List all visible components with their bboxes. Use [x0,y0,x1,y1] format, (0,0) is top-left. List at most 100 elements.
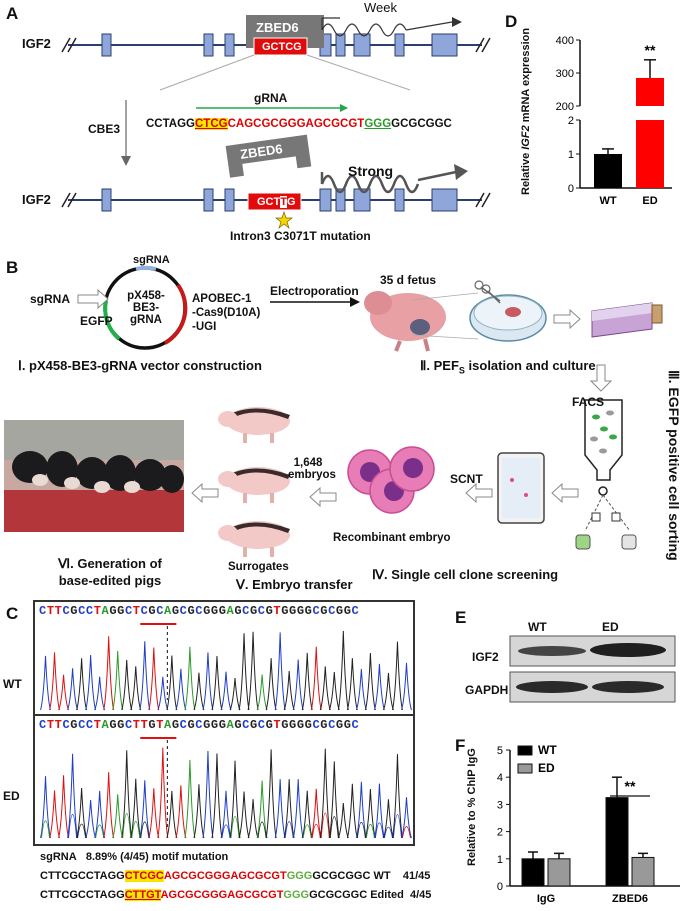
ed-base: G [218,718,227,732]
ed-base: G [148,718,157,732]
trace-peak [58,775,70,839]
trace-peak [373,663,385,711]
trace-peak [392,754,403,839]
chromatogram-ed: CTTCGCCTAGGCTTGTAGCGCGGGAGCGCGTGGGGCGCGG… [33,714,415,846]
trace-peak [95,824,105,839]
ed-base: C [124,718,133,732]
motif-ed-mut: T [280,196,287,208]
wt-base: G [281,604,289,618]
ed-base: A [226,718,235,732]
summary-text: 8.89% (4/45) motif mutation [85,851,229,863]
significance-marker: ** [625,778,636,794]
trace-peak [148,788,160,839]
wt-base: C [85,604,94,618]
trace-peak [329,816,339,839]
motif-ed-post: G [286,196,296,208]
y-tick-label: 4 [497,772,503,784]
trace-peak [139,641,151,711]
chromatogram-wt: CTTCGCCTAGGCTCGCAGCGCGGGAGCGCGTGGGGCGCGG… [33,600,415,718]
ed-base: T [156,718,164,732]
seq-motif: CTCG [194,118,228,130]
chart-d-ylabel: Relative IGF2 mRNA expression [520,28,532,195]
trace-peak [265,658,277,711]
wt-base: G [249,604,258,618]
wt-base: G [109,604,118,618]
trace-peak [131,821,141,839]
x-tick-label: ZBED6 [612,893,648,905]
panel-e-label: E [455,608,467,627]
binding-motif-ed: GCTTG [257,196,296,208]
bar-ed [631,856,655,887]
trace-peak [175,785,187,839]
trace-peak [301,790,313,839]
ylabel-gene: IGF2 [520,125,532,150]
wt-base: A [226,604,235,618]
trace-peak [40,776,51,839]
alignment-row-wt: CTTCGCCTAGGCTCGCAGCGCGGGAGCGCGTGGGGCGCGG… [40,870,430,882]
wt-base: C [351,604,360,618]
mutation-label: Intron3 C3071T mutation [230,229,371,243]
legend-swatch [517,763,533,774]
wt-base: T [54,604,63,618]
panel-d-label: D [505,12,518,31]
wt-trace [40,623,412,711]
wt-base: G [171,604,180,618]
bar-ed [547,858,571,887]
trace-peak [140,821,150,839]
ed-base: C [242,718,250,732]
trace-peak [283,779,295,839]
wt-base: C [328,604,336,618]
trace-peak [121,659,133,711]
wt-base: G [70,604,79,618]
trace-peak [311,823,321,839]
trace-peak [346,783,358,839]
ed-base: T [132,718,141,732]
bar-ed-lower [636,120,664,188]
trace-peak [202,652,214,711]
wt-base: G [210,604,219,618]
row2-post: GCGCGGC [309,889,368,901]
trace-peak [193,672,205,711]
trace-peak [49,652,60,711]
ed-base: T [93,718,102,732]
sgrna-top-label: sgRNA [133,254,170,266]
embryos-count: 1,648 [293,457,323,469]
trace-peak [274,779,286,839]
grna-label: gRNA [254,91,288,105]
trace-peak [302,824,312,839]
trace-peak [337,802,349,839]
fetus-label: 35 d fetus [380,273,437,287]
trace-peak [220,671,232,711]
trace-peak [175,668,187,711]
trace-peak [257,821,267,839]
ed-base: C [328,718,336,732]
y-tick-label: 5 [497,745,503,757]
ed-base: C [39,718,47,732]
legend-swatch [517,745,533,756]
trace-peak [184,759,196,839]
trace-peak [77,823,86,839]
wt-base: G [296,604,305,618]
trace-peak [319,666,331,711]
ed-base: C [195,718,204,732]
trace-peak [211,753,223,839]
y-tick-label: 1 [568,149,574,161]
ed-base: G [187,718,196,732]
y-tick-label: 2 [497,827,503,839]
row1-count: 41/45 [402,870,431,882]
wt-base: C [140,604,149,618]
ed-base: G [249,718,258,732]
trace-peak [356,821,366,839]
ed-base: G [117,718,125,732]
plasmid-line2: BE3-gRNA [130,302,162,326]
panel-b-label: B [6,258,19,277]
panel-c-label: C [6,604,19,623]
trace-peak [68,814,77,839]
trace-peak [121,750,133,839]
strong-label: Strong [348,163,394,179]
ed-base: T [273,718,282,732]
blot-col-wt: WT [528,620,547,634]
trace-peak [373,783,385,839]
wt-base: C [62,604,71,618]
wt-base: C [156,604,164,618]
